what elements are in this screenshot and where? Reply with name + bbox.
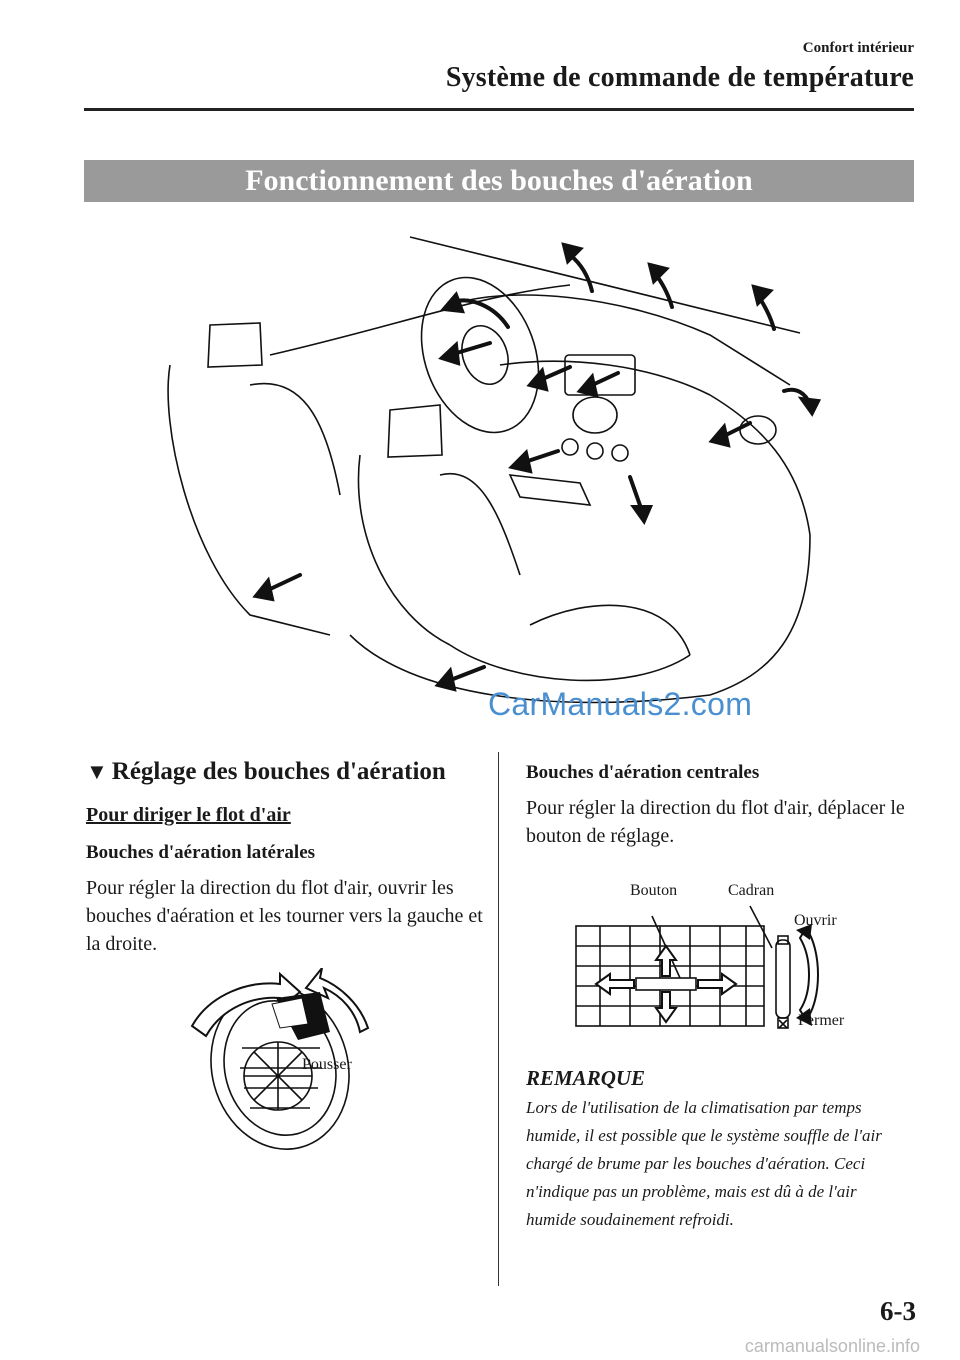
label-knob: Bouton bbox=[630, 882, 678, 899]
label-push: Pousser bbox=[302, 1056, 352, 1073]
triangle-marker-icon: ▼ bbox=[86, 759, 108, 784]
note-title: REMARQUE bbox=[526, 1066, 646, 1090]
center-vents-title: Bouches d'aération centrales bbox=[526, 762, 760, 783]
column-divider bbox=[498, 752, 499, 1286]
car-interior-illustration bbox=[167, 236, 822, 704]
subheading-airflow: Pour diriger le flot d'air bbox=[86, 804, 291, 826]
header-section: Confort intérieur bbox=[802, 40, 914, 56]
side-vents-text: Pour régler la direction du flot d'air, … bbox=[86, 877, 483, 955]
header-rule bbox=[84, 108, 914, 111]
side-vent-illustration bbox=[190, 968, 370, 1150]
carmanuals-watermark: CarManuals2.com bbox=[488, 686, 753, 722]
banner-title: Fonctionnement des bouches d'aération bbox=[84, 160, 914, 202]
center-vent-illustration bbox=[575, 905, 819, 1029]
label-open: Ouvrir bbox=[794, 912, 837, 929]
section-heading-text: Réglage des bouches d'aération bbox=[111, 758, 446, 785]
side-vents-title: Bouches d'aération latérales bbox=[86, 842, 316, 863]
header-title: Système de commande de température bbox=[445, 62, 914, 93]
center-vents-text: Pour régler la direction du flot d'air, … bbox=[526, 797, 905, 847]
page-number: 6-3 bbox=[880, 1296, 916, 1326]
footer-watermark: carmanualsonline.info bbox=[744, 1336, 920, 1356]
section-heading: ▼Réglage des bouches d'aération bbox=[86, 758, 446, 786]
label-dial: Cadran bbox=[728, 882, 775, 899]
note-text: Lors de l'utilisation de la climatisatio… bbox=[526, 1098, 882, 1229]
